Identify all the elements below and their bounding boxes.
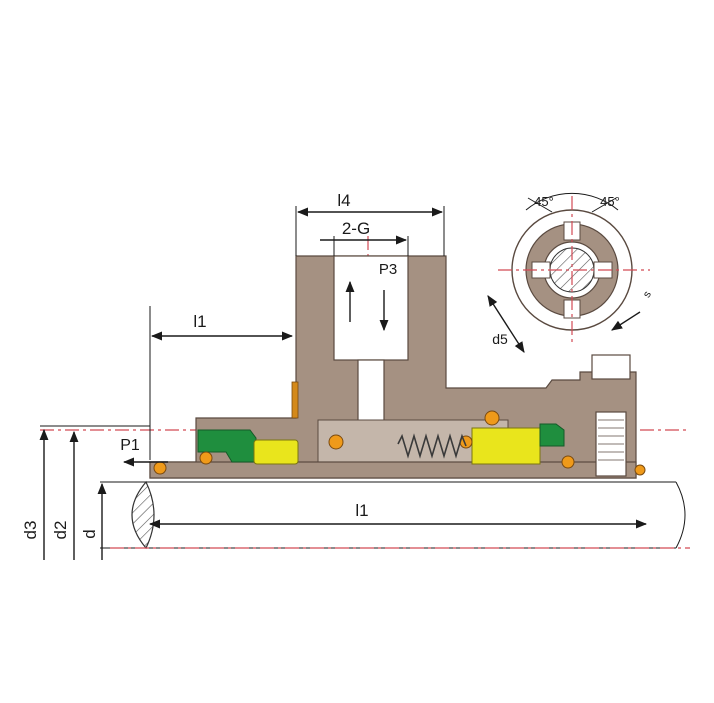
label-2-g: 2-G bbox=[342, 219, 370, 238]
set-screw-block bbox=[591, 354, 631, 380]
label-l1-lower: l1 bbox=[355, 501, 368, 520]
label-d5: d5 bbox=[492, 331, 508, 347]
shaft-section-hatch bbox=[131, 480, 155, 550]
seal-components bbox=[153, 410, 646, 476]
flow-arrows bbox=[345, 280, 389, 332]
label-d: d bbox=[80, 529, 99, 538]
rotating-face-left bbox=[253, 439, 299, 465]
label-p1: P1 bbox=[120, 437, 140, 454]
shaft bbox=[100, 480, 686, 550]
stationary-seat-left bbox=[197, 429, 257, 463]
o-ring bbox=[561, 455, 575, 469]
gland-end-view bbox=[487, 192, 650, 353]
dimensions bbox=[39, 206, 648, 560]
label-l4: l4 bbox=[337, 191, 350, 210]
label-d3: d3 bbox=[21, 521, 40, 540]
label-d2: d2 bbox=[51, 521, 70, 540]
rotating-face-right bbox=[471, 427, 541, 465]
label-p3: P3 bbox=[379, 261, 397, 278]
o-ring bbox=[634, 464, 646, 476]
label-l1-upper: l1 bbox=[193, 312, 206, 331]
flush-port-bore bbox=[333, 255, 409, 361]
gland-gasket bbox=[291, 381, 299, 419]
label-s: s bbox=[641, 289, 654, 300]
o-ring bbox=[153, 461, 167, 475]
o-ring bbox=[484, 410, 500, 426]
seal-body bbox=[149, 255, 637, 479]
o-ring bbox=[199, 451, 213, 465]
label-angle-right: 45° bbox=[600, 194, 620, 209]
label-angle-left: 45° bbox=[534, 194, 554, 209]
spring bbox=[397, 433, 467, 459]
o-ring bbox=[328, 434, 344, 450]
stationary-seat-right bbox=[539, 423, 565, 447]
